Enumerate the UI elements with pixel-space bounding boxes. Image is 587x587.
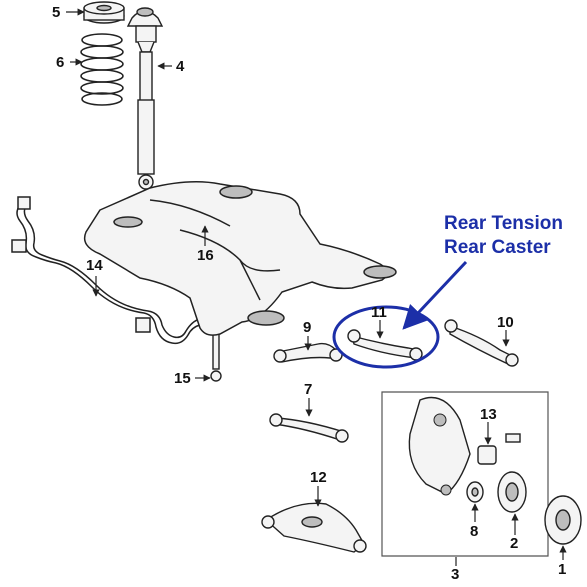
callout-5: 5 <box>52 4 61 21</box>
part-6-coil-spring <box>80 33 124 106</box>
callout-14: 14 <box>86 257 103 274</box>
callout-13: 13 <box>480 406 497 423</box>
callout-2: 2 <box>510 535 519 552</box>
part-4-shock-absorber <box>126 7 164 190</box>
callout-3: 3 <box>451 566 460 583</box>
part-12-lower-control-arm <box>261 502 367 553</box>
callout-12: 12 <box>310 469 327 486</box>
callout-4: 4 <box>176 58 185 75</box>
annotation-arrow <box>402 260 468 330</box>
callout-10: 10 <box>497 314 514 331</box>
part-13-bushing <box>477 433 521 465</box>
part-7-lower-link <box>269 413 349 443</box>
part-5-top-mount <box>83 1 125 24</box>
callout-6: 6 <box>56 54 65 71</box>
callout-11: 11 <box>371 304 387 321</box>
part-1-hub <box>544 495 582 545</box>
callout-7: 7 <box>304 381 313 398</box>
callout-9: 9 <box>303 319 312 336</box>
highlight-ellipse <box>332 305 440 369</box>
callout-15: 15 <box>174 370 191 387</box>
leader-lines <box>66 8 567 566</box>
callout-8: 8 <box>470 523 479 540</box>
callout-16: 16 <box>197 247 214 264</box>
annotation-line-1: Rear Tension <box>444 213 563 234</box>
part-16-subframe <box>83 181 397 336</box>
annotation-highlight <box>332 260 468 369</box>
part-10-control-arm <box>444 319 519 367</box>
part-11-rear-tension-arm <box>347 329 423 361</box>
annotation-line-2: Rear Caster <box>444 237 551 258</box>
part-8-bushing <box>466 481 484 503</box>
callout-1: 1 <box>558 561 567 578</box>
part-3-knuckle-group-box <box>381 391 549 557</box>
part-2-wheel-bearing <box>497 471 527 513</box>
part-9-control-arm <box>273 342 343 363</box>
